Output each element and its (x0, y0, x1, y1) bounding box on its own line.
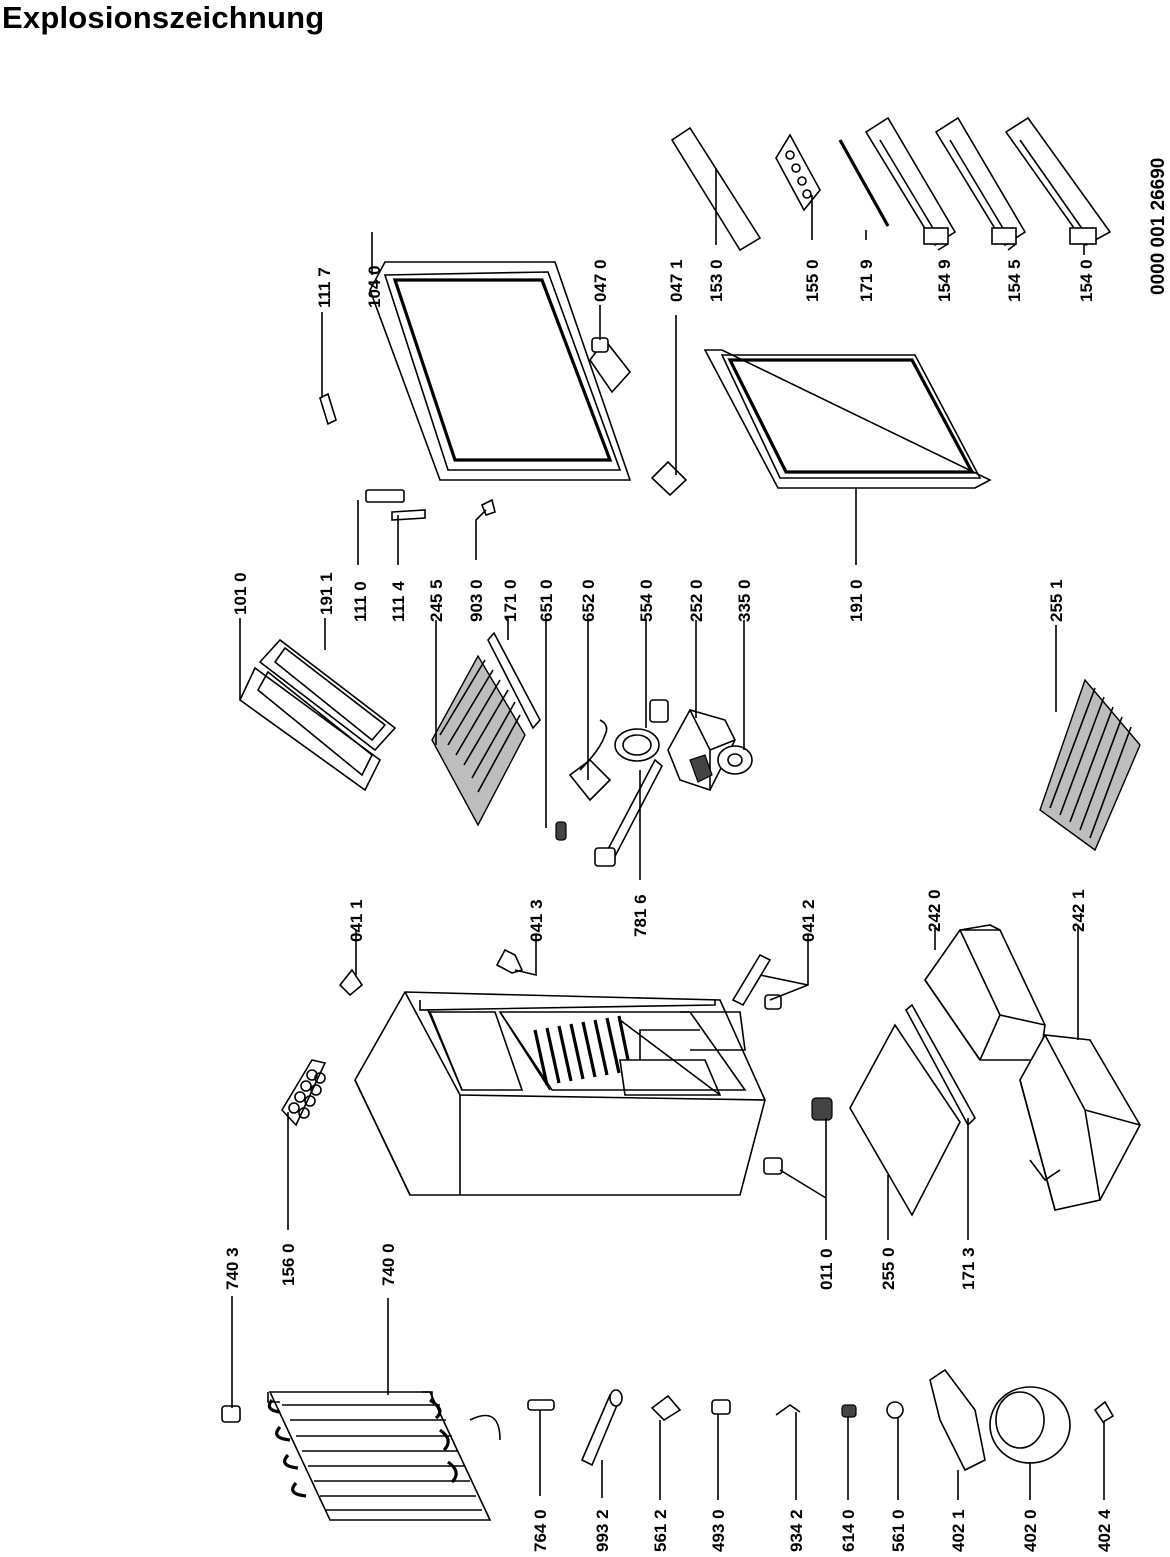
label-5612: 561 2 (651, 1509, 670, 1552)
label-4020: 402 0 (1021, 1509, 1040, 1552)
label-7400: 740 0 (379, 1243, 398, 1286)
label-2520: 252 0 (687, 579, 706, 622)
label-1719: 171 9 (857, 259, 876, 302)
part-drawing-5610 (886, 1401, 904, 1419)
label-1114: 111 4 (389, 581, 408, 622)
part-drawing-2421 (1019, 1034, 1141, 1211)
label-6520: 652 0 (579, 579, 598, 622)
part-drawing-4020 (989, 1386, 1071, 1464)
part-drawing-2550 (849, 1023, 961, 1217)
label-1010: 101 0 (231, 572, 250, 615)
label-9932: 993 2 (593, 1509, 612, 1552)
part-drawing-5612 (650, 1394, 682, 1422)
label-1560: 156 0 (279, 1243, 298, 1286)
part-drawing-7403 (221, 1405, 241, 1423)
label-1911: 191 1 (317, 572, 336, 615)
part-drawing-2420 (924, 924, 1046, 1061)
part-drawing-0411 (338, 968, 364, 997)
label-1550: 155 0 (803, 259, 822, 302)
part-drawing-1713 (904, 1003, 976, 1127)
label-6140: 614 0 (839, 1509, 858, 1552)
part-drawing-1117 (319, 392, 337, 426)
label-7640: 764 0 (531, 1509, 550, 1552)
part-drawing-6520 (568, 719, 612, 802)
label-1549: 154 9 (935, 259, 954, 302)
part-drawing-4021 (929, 1368, 986, 1472)
label-0412: 041 2 (799, 899, 818, 942)
label-3350: 335 0 (735, 579, 754, 622)
label-2420: 242 0 (925, 889, 944, 932)
label-1545: 154 5 (1005, 259, 1024, 302)
page-title: Explosionszeichnung (2, 0, 325, 35)
label-2455: 245 5 (427, 579, 446, 622)
label-1713: 171 3 (959, 1247, 978, 1290)
part-drawing-1719 (838, 139, 890, 227)
label-1110: 111 0 (351, 581, 370, 622)
label-4024: 402 4 (1095, 1509, 1114, 1552)
part-drawing-9932 (580, 1389, 623, 1467)
part-drawing-0110 (763, 1097, 833, 1175)
label-1710: 171 0 (501, 579, 520, 622)
part-drawing-7400 (267, 1391, 501, 1521)
label-2550: 255 0 (879, 1247, 898, 1290)
part-drawing-2455 (431, 654, 526, 827)
label-7403: 740 3 (223, 1247, 242, 1290)
label-1117: 111 7 (315, 267, 334, 308)
label-1540: 154 0 (1077, 259, 1096, 302)
label-6510: 651 0 (537, 579, 556, 622)
part-drawing-1550 (775, 133, 821, 212)
part-drawing-3350 (717, 745, 753, 775)
part-drawing-1540 (1004, 116, 1112, 247)
label-5610: 561 0 (889, 1509, 908, 1552)
label-4930: 493 0 (709, 1509, 728, 1552)
label-0470: 047 0 (591, 259, 610, 302)
part-drawing-7640 (527, 1399, 555, 1411)
label-0471: 047 1 (667, 259, 686, 302)
label-0110: 011 0 (817, 1248, 836, 1290)
label-2421: 242 1 (1069, 889, 1088, 932)
document-number: 0000 001 26690 (1148, 158, 1169, 295)
part-drawing-0413 (495, 948, 524, 974)
label-4021: 402 1 (949, 1509, 968, 1552)
part-labels: 740 3 156 0 740 0 011 0 255 0 171 3 041 … (223, 259, 1114, 1552)
label-0411: 041 1 (347, 899, 366, 942)
part-drawing-0470 (589, 337, 632, 394)
part-drawing-1010 (238, 666, 382, 792)
label-5540: 554 0 (637, 579, 656, 622)
part-drawing-1040 (369, 261, 632, 481)
part-drawing-1911 (258, 638, 397, 752)
part-drawing-9342 (775, 1404, 801, 1416)
part-drawing-1710 (487, 631, 541, 730)
part-drawing-1560 (281, 1059, 327, 1127)
part-drawing-4024 (1093, 1400, 1115, 1424)
part-drawing-0412 (731, 953, 782, 1010)
label-9030: 903 0 (467, 579, 486, 622)
part-drawing-5540 (614, 699, 669, 762)
label-0413: 041 3 (527, 899, 546, 942)
part-drawing-6140 (841, 1404, 857, 1418)
label-1040: 104 0 (365, 265, 384, 308)
part-drawing-1545 (934, 116, 1027, 247)
part-drawing-0471 (650, 460, 688, 497)
part-drawing-6510 (555, 821, 567, 841)
part-drawing-1549 (864, 116, 957, 247)
leader-lines (231, 168, 1105, 1500)
label-2551: 255 1 (1047, 579, 1066, 622)
label-7816: 781 6 (631, 894, 650, 937)
part-drawing-1110 (365, 489, 405, 503)
part-drawing-1910 (703, 349, 992, 489)
part-drawing-7816 (594, 758, 664, 867)
part-drawing-2551 (1039, 678, 1141, 852)
label-1530: 153 0 (707, 259, 726, 302)
part-drawing-1114 (391, 509, 426, 521)
label-1910: 191 0 (847, 579, 866, 622)
part-drawing-4930 (711, 1399, 731, 1415)
part-drawing-2520 (667, 709, 736, 791)
part-drawing-cabinet (354, 991, 766, 1196)
label-9342: 934 2 (787, 1509, 806, 1552)
